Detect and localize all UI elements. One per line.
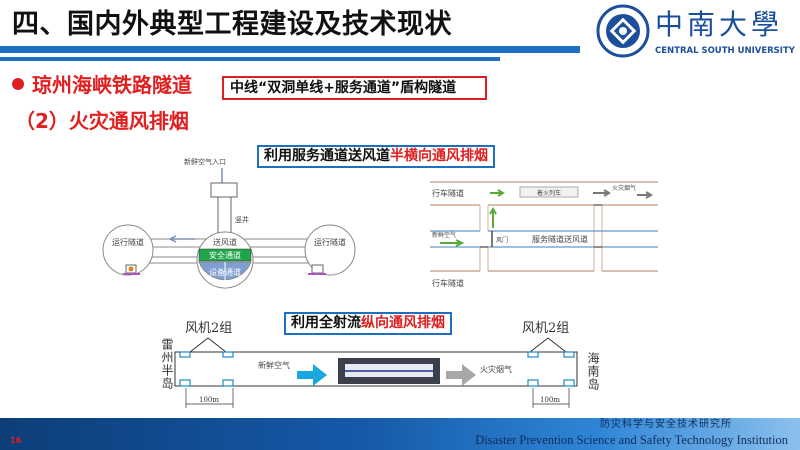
safety-passage-label: 安全通道	[209, 250, 241, 260]
shaft-head	[210, 182, 238, 198]
top-tunnel-label: 行车隧道	[432, 188, 464, 198]
smoke-label: 火灾烟气	[480, 364, 512, 374]
spacing-right-label: 100m	[540, 396, 560, 404]
equipment-passage-label: 设备通道	[209, 267, 241, 277]
caption-highlight: 纵向通风排烟	[361, 315, 445, 331]
shaft-label: 竖井	[235, 215, 249, 224]
tunnel-type-tag: 中线“双洞单线+服务通道”盾构隧道	[222, 76, 487, 100]
smoke-arrow-icon	[446, 364, 476, 386]
safety-passage	[198, 248, 252, 262]
section-subtitle: （2）火灾通风排烟	[15, 109, 189, 133]
fans-left-label: 风机2组	[185, 321, 232, 336]
bullet-dot-icon	[12, 78, 24, 90]
caption-text: 利用全射流	[291, 315, 361, 331]
plan-view-diagram: 行车隧道 着火列车 火灾烟气 风门 服务隧道送风道 新鲜空气 行车隧道	[430, 181, 658, 288]
section-bullet: 琼州海峡铁路隧道	[12, 72, 192, 98]
inlet-label: 新鲜空气入口	[184, 157, 226, 166]
supply-duct-label: 送风道	[213, 237, 237, 247]
university-seal-logo	[596, 4, 650, 58]
green-arrow-icon	[489, 207, 497, 228]
right-tunnel	[304, 224, 356, 276]
airflow-arrow-icon	[168, 235, 195, 243]
title-underline-thick	[0, 46, 580, 53]
caption-text: 利用服务通道送风道	[264, 148, 390, 164]
spacing-left-label: 100m	[199, 396, 219, 404]
institution-name-en: Disaster Prevention Science and Safety T…	[475, 433, 788, 447]
bullet-text: 琼州海峡铁路隧道	[32, 73, 192, 97]
cross-section-diagram: 新鲜空气入口 竖井 运行隧道 运行隧道 送风道 安全通道 设备通道	[102, 157, 356, 289]
fresh-air-label: 新鲜空气	[432, 231, 456, 239]
jet-fans	[179, 351, 575, 387]
university-logo-english: CENTRAL SOUTH UNIVERSITY	[655, 46, 795, 56]
caption-highlight: 半横向通风排烟	[390, 148, 488, 164]
semi-transverse-caption: 利用服务通道送风道半横向通风排烟	[257, 145, 495, 168]
fans-right-label: 风机2组	[522, 321, 569, 336]
title-underline-thin	[0, 57, 500, 61]
longitudinal-diagram: 风机2组 风机2组 新鲜空气 火灾烟气 100m 100m	[174, 321, 578, 408]
longitudinal-caption: 利用全射流纵向通风排烟	[284, 312, 452, 335]
right-end-label: 海南岛	[586, 352, 600, 391]
green-arrow-icon	[490, 189, 505, 197]
fresh-air-arrow-icon	[297, 364, 327, 386]
fresh-air-label: 新鲜空气	[258, 360, 290, 370]
university-logo-text: 中南大學	[655, 8, 784, 41]
smoke-label: 火灾烟气	[612, 184, 636, 192]
slide-title: 四、国内外典型工程建设及技术现状	[12, 9, 452, 40]
left-tunnel-label: 运行隧道	[112, 237, 144, 247]
page-number: 16	[10, 436, 22, 445]
train-label: 着火列车	[537, 189, 561, 197]
right-tunnel-label: 运行隧道	[314, 237, 346, 247]
footer-bar	[0, 418, 800, 450]
institution-name-cn: 防灾科学与安全技术研究所	[600, 419, 732, 430]
left-end-label: 雷州半岛	[160, 338, 174, 390]
train-icon	[311, 264, 324, 274]
service-duct-label: 服务隧道送风道	[532, 234, 588, 244]
green-arrow-icon	[440, 239, 465, 247]
smoke-arrow-icon	[593, 189, 611, 197]
damper-label: 风门	[496, 236, 508, 244]
bottom-tunnel-label: 行车隧道	[432, 278, 464, 288]
smoke-arrow-icon	[637, 191, 653, 199]
